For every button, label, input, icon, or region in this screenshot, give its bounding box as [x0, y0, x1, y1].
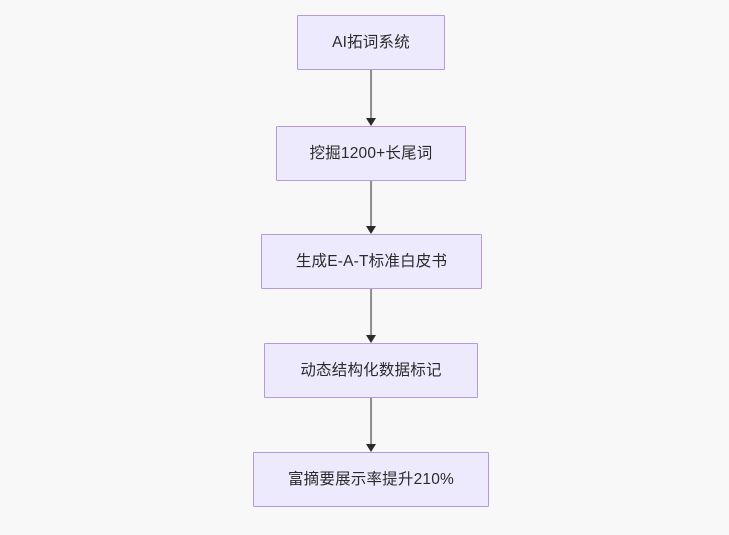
flow-node-label: AI拓词系统: [332, 33, 410, 51]
flow-node-dynamic-structured-data[interactable]: 动态结构化数据标记: [264, 343, 478, 398]
edge-line: [370, 398, 372, 445]
arrowhead-icon: [366, 444, 376, 452]
edge-line: [370, 289, 372, 336]
edge-line: [370, 181, 372, 227]
flow-node-label: 富摘要展示率提升210%: [287, 470, 455, 488]
flow-node-mine-longtail-keywords[interactable]: 挖掘1200+长尾词: [276, 126, 466, 181]
arrowhead-icon: [366, 335, 376, 343]
flow-node-label: 动态结构化数据标记: [300, 361, 442, 379]
arrowhead-icon: [366, 118, 376, 126]
flow-node-ai-keyword-system[interactable]: AI拓词系统: [297, 15, 445, 70]
flow-node-generate-eat-whitepaper[interactable]: 生成E-A-T标准白皮书: [261, 234, 482, 289]
edge-line: [370, 70, 372, 119]
flow-node-label: 生成E-A-T标准白皮书: [295, 252, 448, 270]
flow-node-rich-snippet-uplift[interactable]: 富摘要展示率提升210%: [253, 452, 489, 507]
flow-node-label: 挖掘1200+长尾词: [309, 144, 433, 162]
arrowhead-icon: [366, 226, 376, 234]
